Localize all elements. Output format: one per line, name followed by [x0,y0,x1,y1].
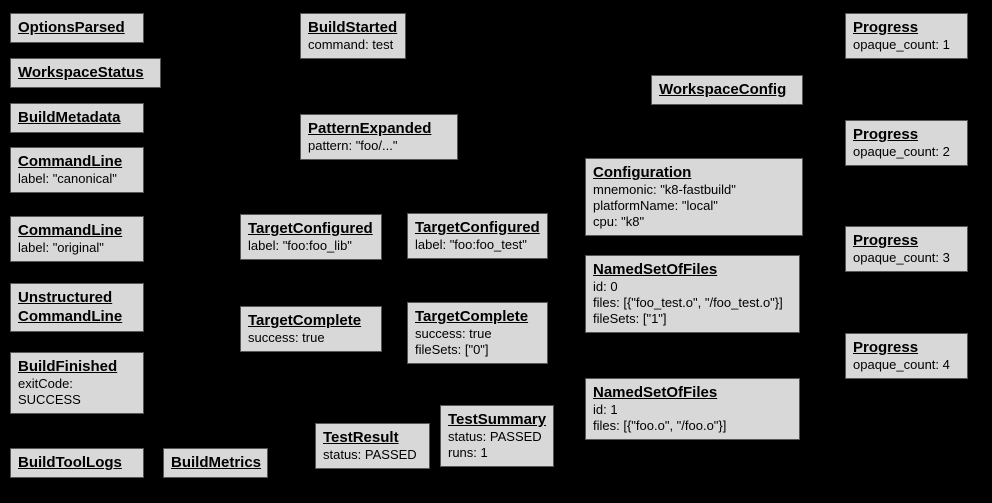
node-body: status: PASSED runs: 1 [448,429,542,460]
node-title: TargetComplete [415,308,529,325]
node-buildmetrics: BuildMetrics [163,448,268,478]
node-title: NamedSetOfFiles [593,261,718,278]
node-title: WorkspaceConfig [659,81,787,98]
node-title: TargetConfigured [248,220,373,237]
node-title: BuildMetadata [18,109,121,126]
node-progress-1: Progress opaque_count: 1 [845,13,968,59]
node-body: exitCode: SUCCESS [18,376,81,407]
node-targetconfigured-foo-lib: TargetConfigured label: "foo:foo_lib" [240,214,382,260]
node-optionsparsed: OptionsParsed [10,13,144,43]
node-targetcomplete-foo-lib: TargetComplete success: true [240,306,382,352]
node-title: Configuration [593,164,692,181]
node-title: BuildToolLogs [18,454,122,471]
node-body: opaque_count: 2 [853,144,950,159]
node-body: label: "foo:foo_lib" [248,238,352,253]
node-testsummary: TestSummary status: PASSED runs: 1 [440,405,554,467]
node-namedsetoffiles-1: NamedSetOfFiles id: 1 files: [{"foo.o", … [585,378,800,440]
node-commandline-original: CommandLine label: "original" [10,216,144,262]
node-body: opaque_count: 3 [853,250,950,265]
node-body: opaque_count: 4 [853,357,950,372]
node-title: Progress [853,19,919,36]
node-patternexpanded: PatternExpanded pattern: "foo/..." [300,114,458,160]
node-body: label: "canonical" [18,171,117,186]
node-title: TestSummary [448,411,547,428]
node-title: CommandLine [18,153,123,170]
node-buildfinished: BuildFinished exitCode: SUCCESS [10,352,144,414]
node-body: mnemonic: "k8-fastbuild" platformName: "… [593,182,736,229]
node-commandline-canonical: CommandLine label: "canonical" [10,147,144,193]
node-progress-2: Progress opaque_count: 2 [845,120,968,166]
node-body: label: "foo:foo_test" [415,237,527,252]
node-body: status: PASSED [323,447,417,462]
node-buildmetadata: BuildMetadata [10,103,144,133]
node-buildtoollogs: BuildToolLogs [10,448,144,478]
node-title: BuildFinished [18,358,118,375]
node-title: Progress [853,339,919,356]
node-progress-3: Progress opaque_count: 3 [845,226,968,272]
node-configuration: Configuration mnemonic: "k8-fastbuild" p… [585,158,803,236]
node-body: label: "original" [18,240,104,255]
node-body: command: test [308,37,394,52]
node-title: Progress [853,126,919,143]
node-title: WorkspaceStatus [18,64,144,81]
node-workspaceconfig: WorkspaceConfig [651,75,803,105]
node-body: id: 0 files: [{"foo_test.o", "/foo_test.… [593,279,783,326]
node-namedsetoffiles-0: NamedSetOfFiles id: 0 files: [{"foo_test… [585,255,800,333]
node-body: success: true fileSets: ["0"] [415,326,492,357]
node-title: TargetConfigured [415,219,540,236]
node-buildstarted: BuildStarted command: test [300,13,406,59]
node-title: OptionsParsed [18,19,125,36]
node-title: Progress [853,232,919,249]
node-unstructuredcommandline: Unstructured CommandLine [10,283,144,332]
node-targetconfigured-foo-test: TargetConfigured label: "foo:foo_test" [407,213,548,259]
node-testresult: TestResult status: PASSED [315,423,430,469]
node-title: Unstructured CommandLine [18,289,123,325]
node-title: NamedSetOfFiles [593,384,718,401]
node-title: BuildMetrics [171,454,262,471]
node-progress-4: Progress opaque_count: 4 [845,333,968,379]
node-title: BuildStarted [308,19,398,36]
node-body: pattern: "foo/..." [308,138,398,153]
node-targetcomplete-foo-test: TargetComplete success: true fileSets: [… [407,302,548,364]
node-title: CommandLine [18,222,123,239]
node-body: id: 1 files: [{"foo.o", "/foo.o"}] [593,402,727,433]
node-body: opaque_count: 1 [853,37,950,52]
node-workspacestatus: WorkspaceStatus [10,58,161,88]
node-title: PatternExpanded [308,120,432,137]
node-title: TestResult [323,429,399,446]
node-body: success: true [248,330,325,345]
node-title: TargetComplete [248,312,362,329]
